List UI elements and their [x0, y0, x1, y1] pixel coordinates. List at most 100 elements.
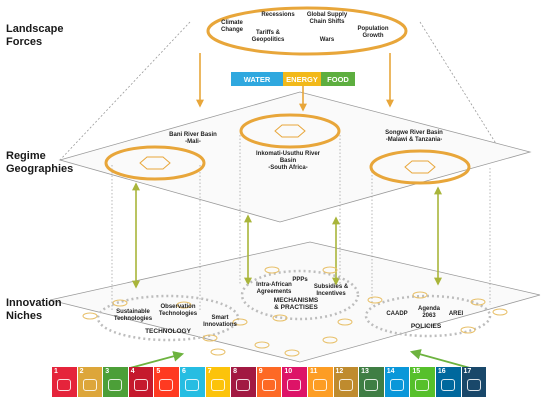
sdg-goal-1: 1 [52, 367, 77, 397]
sdg-goal-number: 15 [412, 368, 421, 375]
regime-basins [104, 113, 471, 185]
songwe-hex [404, 160, 436, 174]
niche-smart-innovations: Smart Innovations [203, 315, 237, 328]
landscape-forces-ellipse [206, 6, 408, 56]
sdg-goal-2: 2 [77, 367, 103, 397]
landscape-projection-lines [59, 21, 501, 161]
mechanisms-cluster-label: MECHANISMS & PRACTISES [273, 297, 319, 311]
sdg-goal-icon [389, 379, 404, 391]
sdg-goal-17: 17 [461, 367, 487, 397]
force-recessions: Recessions [261, 12, 295, 18]
niche-arei: AREI [448, 311, 464, 317]
sdg-arrows [129, 349, 471, 369]
regime-geographies-title: Regime Geographies [6, 150, 74, 175]
sdg-goal-4: 4 [128, 367, 154, 397]
niche-ppps: PPPs [292, 277, 308, 283]
force-tariffs-geopolitics: Tariffs & Geopolitics [251, 30, 285, 43]
sdg-goal-6: 6 [179, 367, 205, 397]
nexus-water: WATER [231, 72, 283, 86]
sdg-goal-icon [184, 379, 199, 391]
sdg-goal-number: 3 [105, 368, 110, 375]
bani-hex [139, 156, 171, 170]
sdg-goal-icon [338, 379, 353, 391]
sdg-goal-icon [236, 379, 251, 391]
niche-caadp: CAADP [386, 311, 408, 317]
technology-cluster [96, 294, 240, 342]
sdg-goal-number: 14 [386, 368, 395, 375]
landscape-arrows [196, 53, 394, 112]
sdg-goal-number: 12 [335, 368, 344, 375]
sdg-goal-number: 2 [79, 368, 84, 375]
mechanisms-cluster [240, 269, 360, 321]
sdg-goal-icon [261, 379, 276, 391]
sdg-goal-icon [312, 379, 327, 391]
force-wars: Wars [319, 37, 335, 43]
inkomati-basin-ellipse [239, 113, 341, 149]
sdg-goal-11: 11 [307, 367, 333, 397]
sdg-goal-8: 8 [231, 367, 256, 397]
nexus-energy: ENERGY [283, 72, 321, 86]
sdg-goal-number: 9 [258, 368, 263, 375]
force-population-growth: Population Growth [357, 26, 389, 39]
sdg-goal-icon [210, 379, 225, 391]
sdg-goal-number: 7 [207, 368, 212, 375]
sdg-goal-number: 16 [437, 368, 446, 375]
sdg-goal-icon [57, 379, 71, 391]
sdg-goal-number: 11 [309, 368, 318, 375]
sdg-goal-icon [108, 379, 123, 391]
wef-nexus-bar: WATER ENERGY FOOD [231, 72, 355, 86]
inkomati-usuthu-basin-label: Inkomati-Usuthu River Basin -South Afric… [255, 151, 320, 171]
innovation-plane [49, 241, 541, 363]
sdg-goal-13: 13 [359, 367, 384, 397]
sdg-goal-14: 14 [384, 367, 410, 397]
sdg-goal-icon [415, 379, 430, 391]
sdg-goal-icon [159, 379, 174, 391]
niche-observation-technologies: Observation Technologies [158, 304, 198, 317]
sdg-goal-number: 5 [156, 368, 161, 375]
sdg-goal-7: 7 [205, 367, 231, 397]
bani-basin-ellipse [104, 145, 206, 181]
nexus-food: FOOD [321, 72, 355, 86]
niche-sustainable-technologies: Sustainable Technologies [113, 309, 153, 322]
interaction-arrows [132, 182, 442, 289]
policies-cluster-label: POLICIES [410, 323, 442, 330]
niche-intra-african-agreements: Intra-African Agreements [256, 282, 292, 295]
niche-agenda-2063: Agenda 2063 [417, 306, 440, 319]
sdg-goal-5: 5 [154, 367, 179, 397]
songwe-river-basin-label: Songwe River Basin -Malawi & Tanzania- [385, 130, 443, 143]
technology-cluster-label: TECHNOLOGY [145, 328, 191, 335]
sdg-goal-number: 13 [361, 368, 369, 375]
bani-river-basin-label: Bani River Basin -Mali- [169, 132, 217, 145]
sdg-goal-10: 10 [282, 367, 307, 397]
sdg-goal-icon [133, 379, 148, 391]
sdg-goal-15: 15 [410, 367, 435, 397]
sdg-goal-3: 3 [103, 367, 128, 397]
innovation-niches-title: Innovation Niches [6, 297, 62, 322]
force-climate-change: Climate Change [220, 20, 243, 33]
landscape-forces-title: Landscape Forces [6, 23, 64, 48]
sdg-goal-9: 9 [256, 367, 282, 397]
sdg-goal-12: 12 [333, 367, 359, 397]
sdg-goal-icon [364, 379, 379, 391]
sdg-goal-icon [82, 379, 97, 391]
sdg-goal-icon [440, 379, 455, 391]
sdg-goal-number: 4 [130, 368, 135, 375]
force-supply-chain: Global Supply Chain Shifts [306, 12, 348, 25]
inkomati-hex [274, 124, 306, 138]
sdg-goal-16: 16 [435, 367, 461, 397]
sdg-goal-number: 10 [284, 368, 293, 375]
regime-plane [58, 91, 532, 223]
vertical-connectors [111, 135, 491, 310]
sdg-goal-number: 8 [233, 368, 238, 375]
niche-seeds [82, 266, 508, 357]
sdg-goal-number: 17 [463, 368, 472, 375]
niche-subsidies-incentives: Subsidies & Incentives [313, 284, 349, 297]
songwe-basin-ellipse [369, 149, 471, 185]
sdg-goal-icon [287, 379, 302, 391]
policies-cluster [364, 294, 492, 338]
niche-clusters [96, 269, 492, 342]
sdg-goal-number: 6 [181, 368, 186, 375]
sdg-goal-icon [466, 379, 481, 391]
